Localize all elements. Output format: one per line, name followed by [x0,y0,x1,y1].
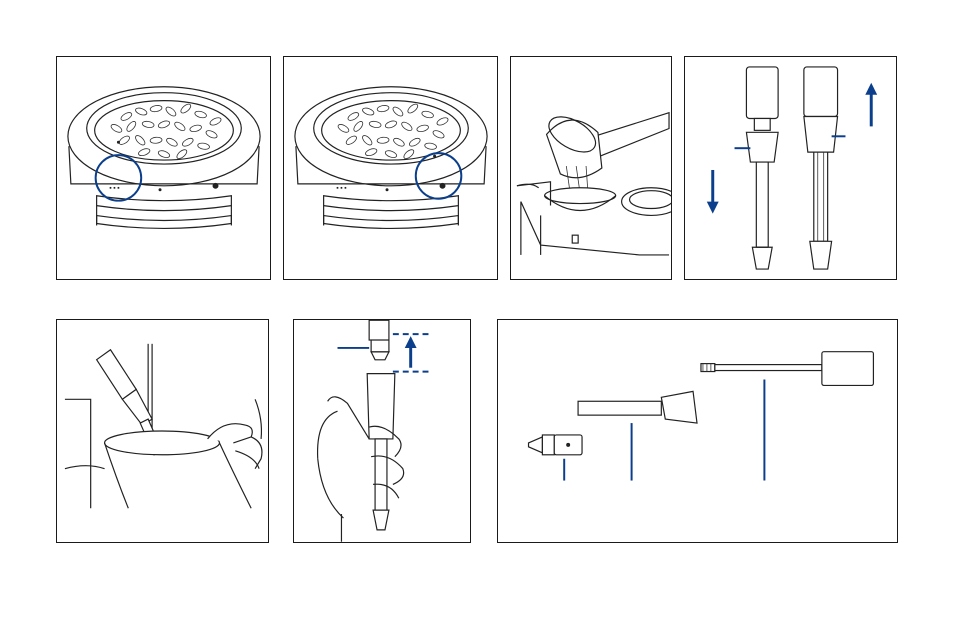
figure-panel-2 [283,56,498,280]
roaster-bowl-left-indicator-icon [57,57,270,279]
probe-insertion-icon [57,320,268,542]
figure-panel-7 [497,319,898,543]
figure-panel-1 [56,56,271,280]
figure-panel-4 [684,56,897,280]
figure-panel-5 [56,319,269,543]
figure-panel-6 [293,319,471,543]
roaster-bowl-right-indicator-icon [284,57,497,279]
pouring-beans-icon [511,57,671,279]
figure-panel-3 [510,56,672,280]
probe-parts-exploded-icon [498,320,897,542]
probe-assembly-arrows-icon [685,57,896,279]
probe-tip-removal-icon [294,320,470,542]
